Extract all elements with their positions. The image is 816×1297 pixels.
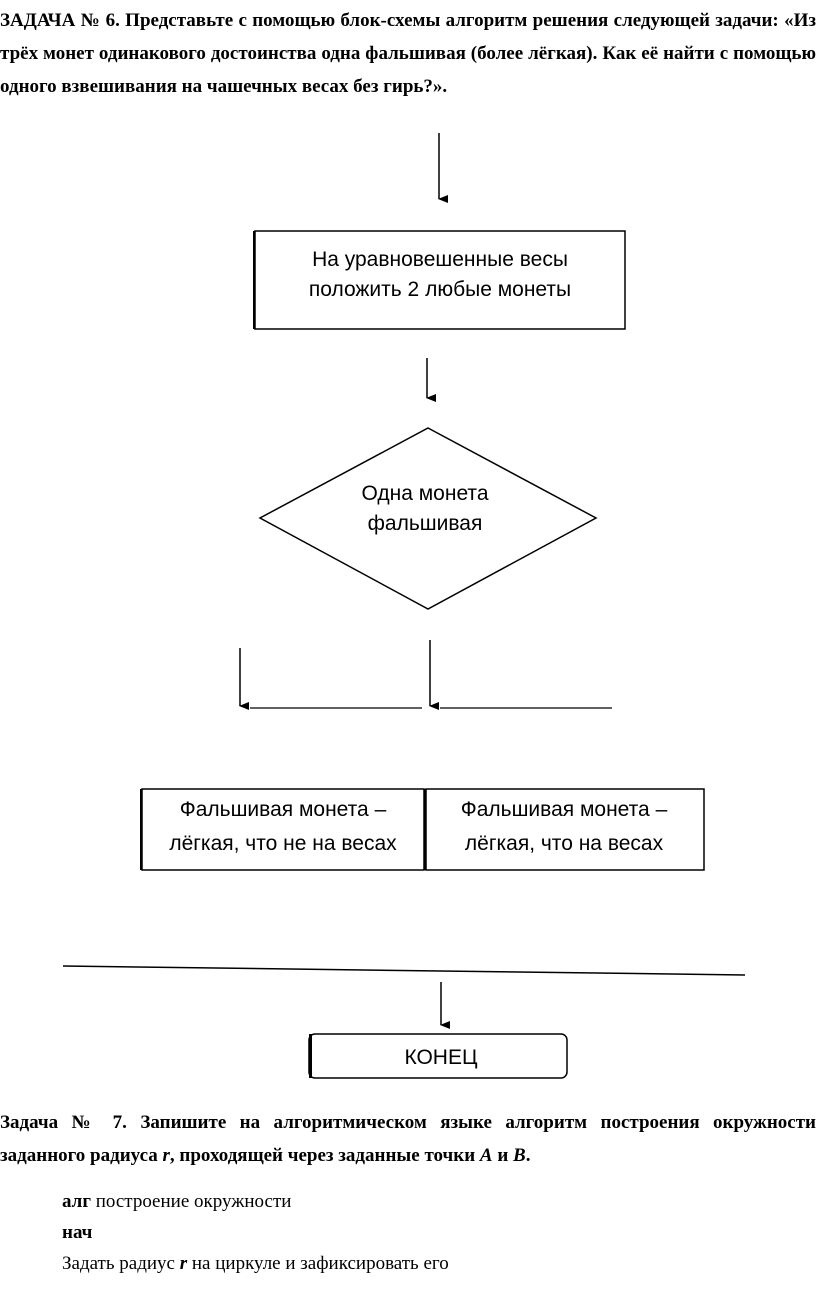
task-7-text-d: . [525,1145,531,1166]
decision-diamond: Одна монета фальшивая [258,427,598,610]
result-box-right: Фальшивая монета – лёгкая, что на весах [424,788,705,871]
process-box-place-coins: На уравновешенные весы положить 2 любые … [253,230,626,330]
process-box-line-2: положить 2 любые монеты [309,278,571,301]
code-line-3-text-b: на циркуле и зафиксировать его [187,1253,449,1274]
task-7-var-b: B [513,1145,526,1166]
merge-line [62,965,746,976]
task-7-text-a: Задача № 7. Запишите на алгоритмическом … [0,1112,816,1166]
result-left-line-2: лёгкая, что не на весах [169,832,397,855]
result-left-line-1: Фальшивая монета – [180,798,387,821]
keyword-begin: нач [62,1222,93,1243]
task-7-var-a: A [479,1145,493,1166]
branch-arrows [239,640,612,710]
keyword-alg: алг [62,1191,91,1212]
code-line-3-text-a: Задать радиус [62,1253,180,1274]
end-terminator: КОНЕЦ [308,1033,568,1079]
code-line-set-radius: Задать радиус r на циркуле и зафиксирова… [62,1248,449,1279]
decision-line-1: Одна монета [362,482,489,505]
code-line-alg: алг построение окружности [62,1186,291,1217]
decision-line-2: фальшивая [368,512,483,535]
task-7-text-c: и [492,1145,514,1166]
code-line-3-var-r: r [179,1253,188,1274]
result-right-line-2: лёгкая, что на весах [465,832,664,855]
task-7-statement: Задача № 7. Запишите на алгоритмическом … [0,1106,816,1172]
task-7-var-r: r [162,1145,170,1166]
result-box-left: Фальшивая монета – лёгкая, что не на вес… [140,788,425,871]
task-6-statement: ЗАДАЧА № 6. Представьте с помощью блок-с… [0,10,816,97]
end-label: КОНЕЦ [404,1046,478,1069]
code-line-begin: нач [62,1217,92,1248]
algorithm-name: построение окружности [90,1191,292,1212]
task-7-text-b: , проходящей через заданные точки [169,1145,480,1166]
result-right-line-1: Фальшивая монета – [461,798,668,821]
process-box-line-1: На уравновешенные весы [312,248,568,271]
